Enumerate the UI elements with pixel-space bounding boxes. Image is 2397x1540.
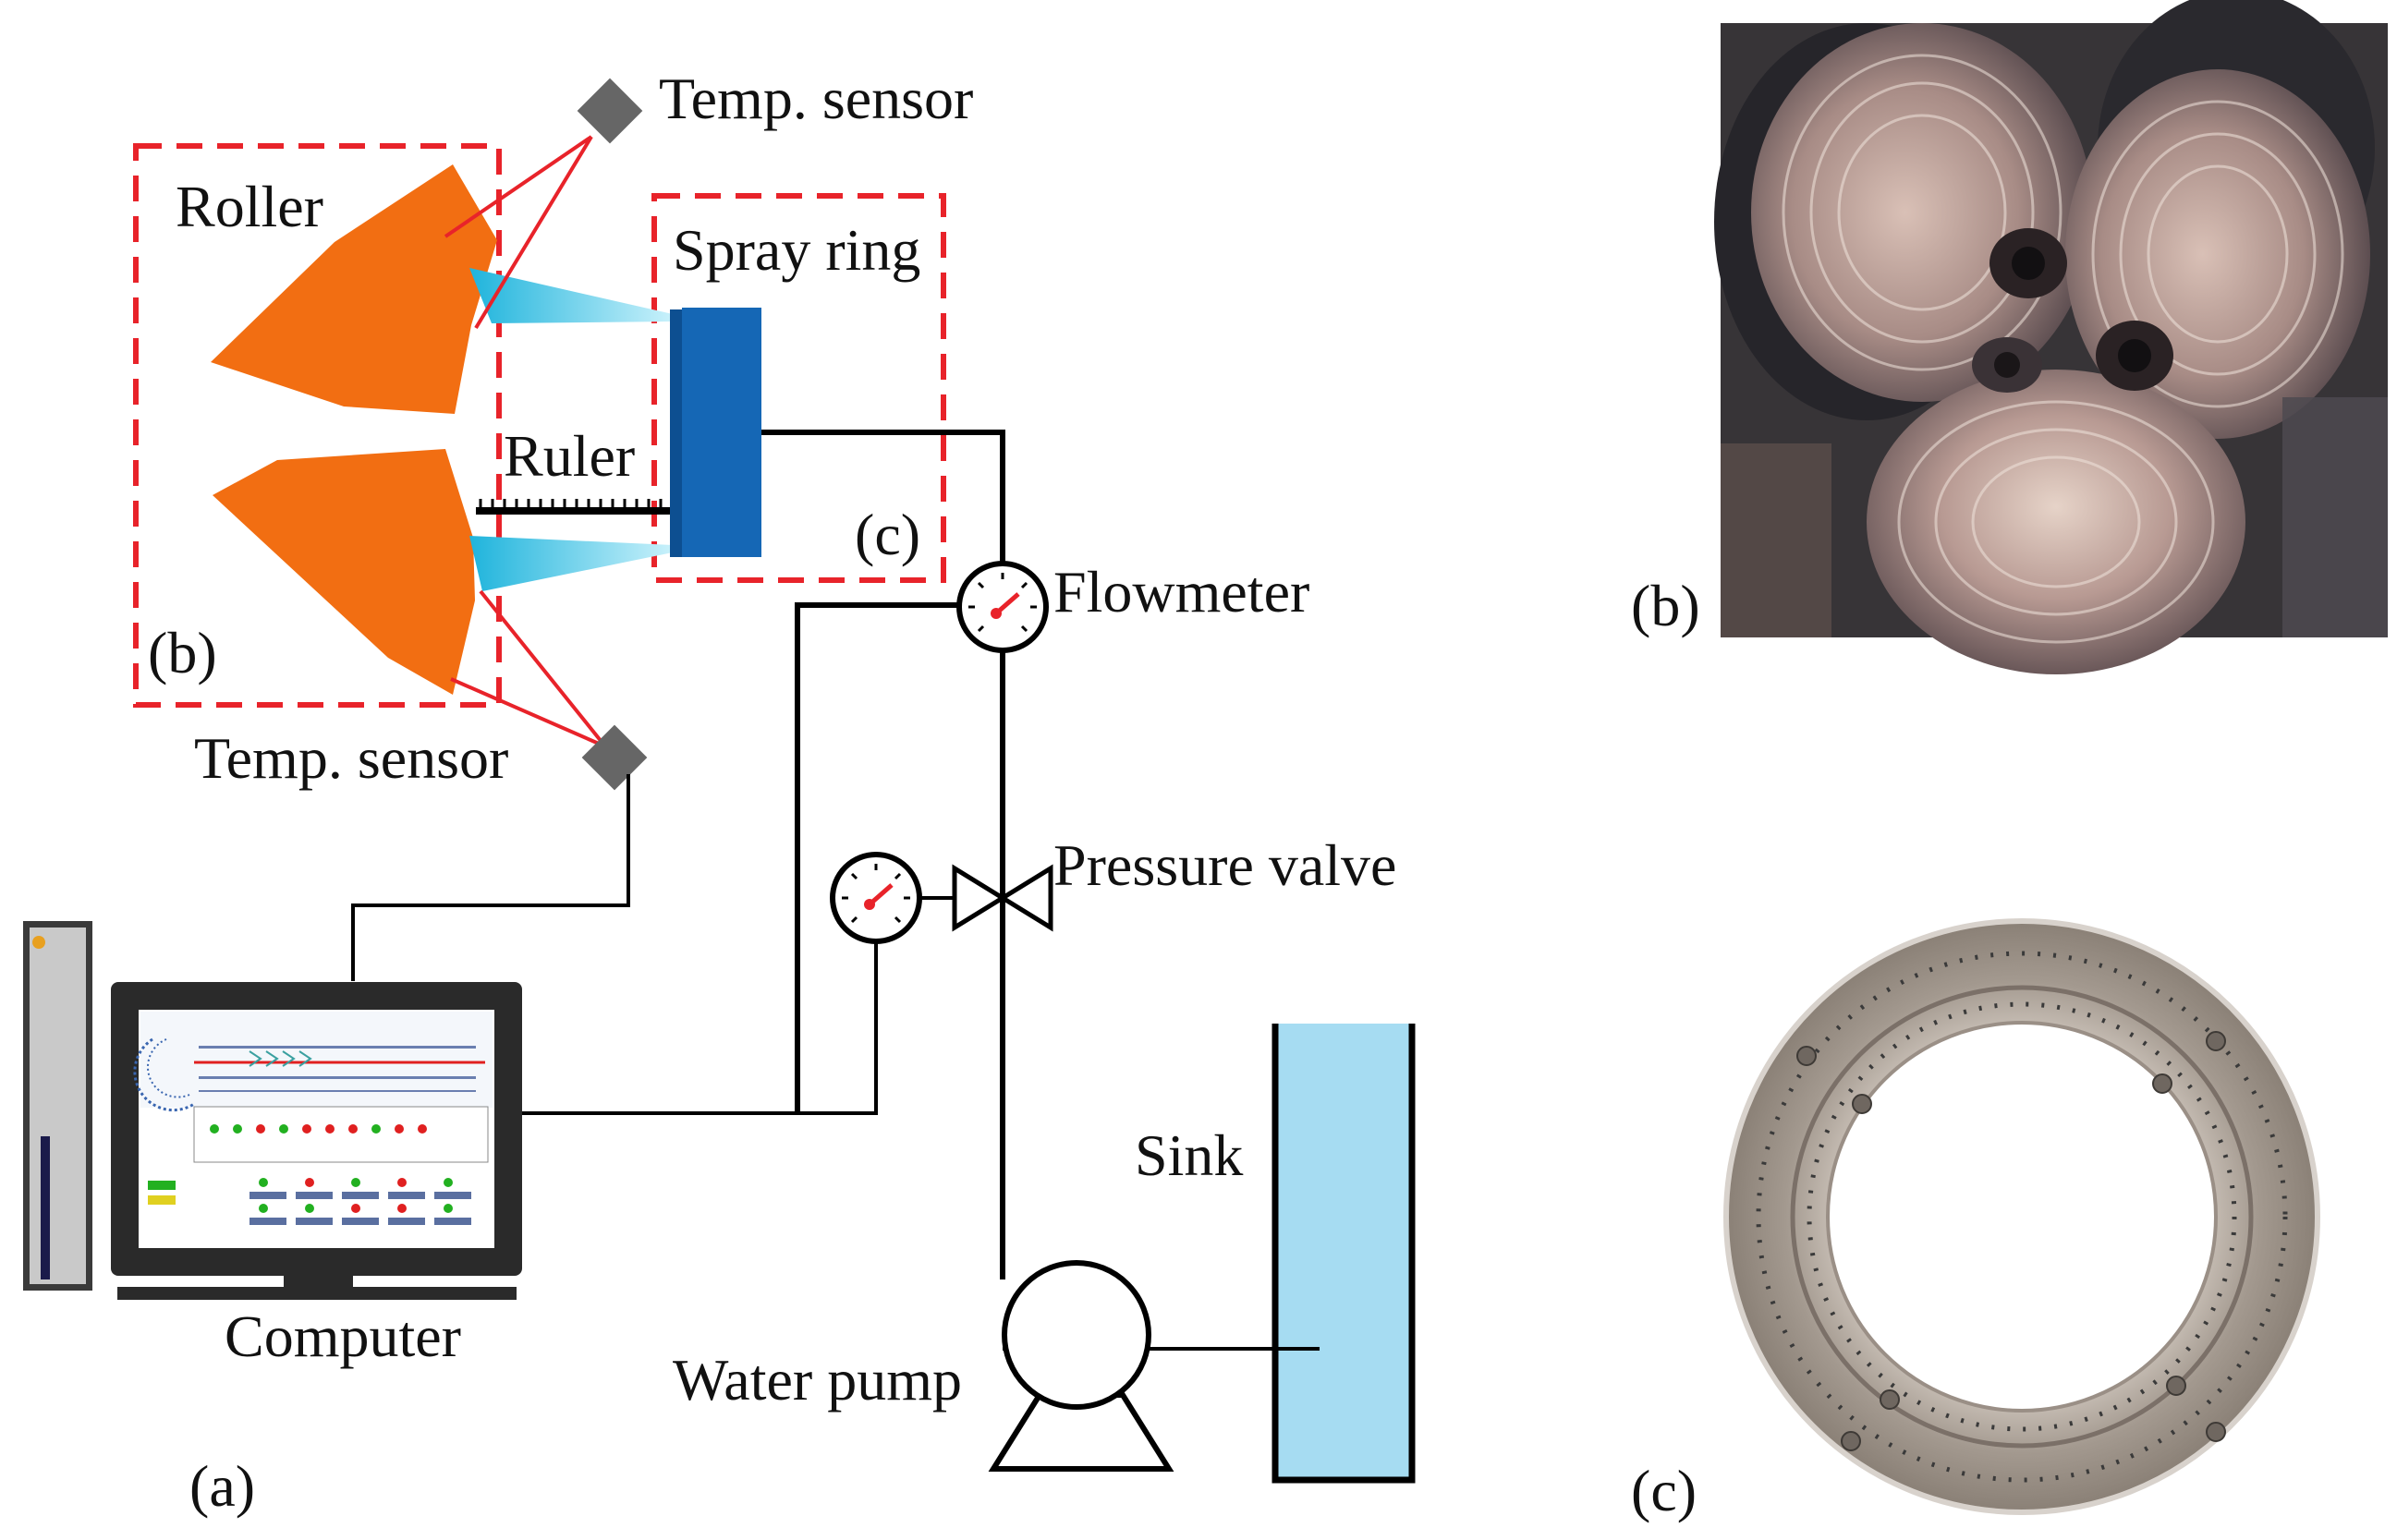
panel-b-photo-label: (b)	[1631, 573, 1700, 638]
flowmeter-label: Flowmeter	[1053, 559, 1309, 624]
panel-c-photo-label: (c)	[1631, 1458, 1697, 1523]
spray-ring-photo	[1723, 918, 2320, 1515]
spray-ring-label: Spray ring	[673, 217, 920, 283]
ruler-label: Ruler	[504, 423, 635, 489]
roller-photo	[1714, 0, 2388, 674]
ruler	[476, 499, 675, 515]
water-pump-icon	[988, 1260, 1174, 1472]
spray-jet-upper	[469, 268, 673, 323]
temp-sensor-bottom-label: Temp. sensor	[194, 725, 508, 791]
sink-label: Sink	[1135, 1122, 1243, 1188]
panel-b-inset-label: (b)	[148, 620, 217, 685]
pressure-gauge-icon	[830, 852, 954, 944]
panel-c-inset-label: (c)	[855, 502, 920, 567]
pressure-valve-icon	[952, 864, 1053, 932]
flowmeter-icon	[956, 561, 1049, 653]
temp-sensor-top-label: Temp. sensor	[659, 66, 973, 131]
spray-jet-lower	[469, 536, 673, 591]
roller-label: Roller	[176, 174, 323, 239]
computer-tower	[23, 921, 92, 1291]
spray-ring-region-box	[651, 193, 946, 583]
spray-ring-nozzle-strip	[670, 309, 685, 557]
water-pump-label: Water pump	[673, 1347, 962, 1413]
sensor-beams	[444, 135, 607, 748]
roller-region-box	[133, 143, 502, 708]
sink	[1153, 1024, 1416, 1484]
monitor-screen-content	[133, 1012, 493, 1225]
panel-a-label: (a)	[189, 1453, 255, 1519]
temp-sensor-top-icon	[577, 78, 643, 144]
computer-label: Computer	[225, 1304, 461, 1369]
upper-roller	[211, 164, 497, 414]
pressure-valve-label: Pressure valve	[1053, 832, 1396, 898]
screen-status-lights	[210, 1124, 453, 1213]
water-pipes	[761, 430, 1005, 1279]
temp-sensor-bottom-icon	[581, 724, 648, 791]
lower-roller	[213, 449, 475, 695]
spray-ring	[682, 308, 761, 557]
